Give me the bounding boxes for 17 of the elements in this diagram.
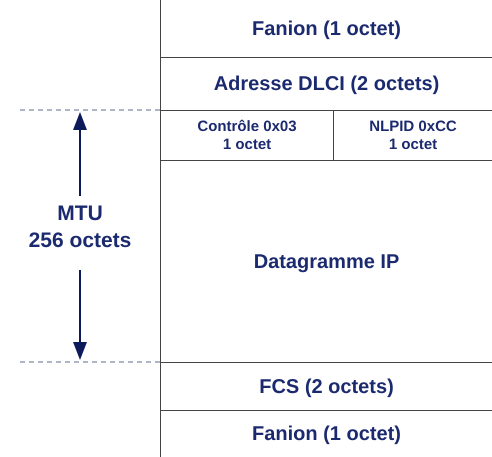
frame-field [160,160,492,362]
field-label: Fanion (1 octet) [252,422,401,446]
frame-field [160,362,492,410]
dimension-label: 256 octets [28,228,132,254]
frame-field [160,57,492,110]
frame-field [160,110,333,160]
field-label: NLPID 0xCC [369,118,457,136]
frame-field [160,410,492,457]
field-label: Fanion (1 octet) [252,16,401,40]
field-label: Contrôle 0x03 [197,118,297,136]
field-label: 1 octet [222,136,272,154]
field-label: FCS (2 octets) [259,374,394,398]
frame-field [333,110,492,160]
field-label: Adresse DLCI (2 octets) [214,72,440,96]
field-label: Datagramme IP [254,250,400,274]
dimension-label: MTU [56,201,104,227]
field-label: 1 octet [388,136,438,154]
